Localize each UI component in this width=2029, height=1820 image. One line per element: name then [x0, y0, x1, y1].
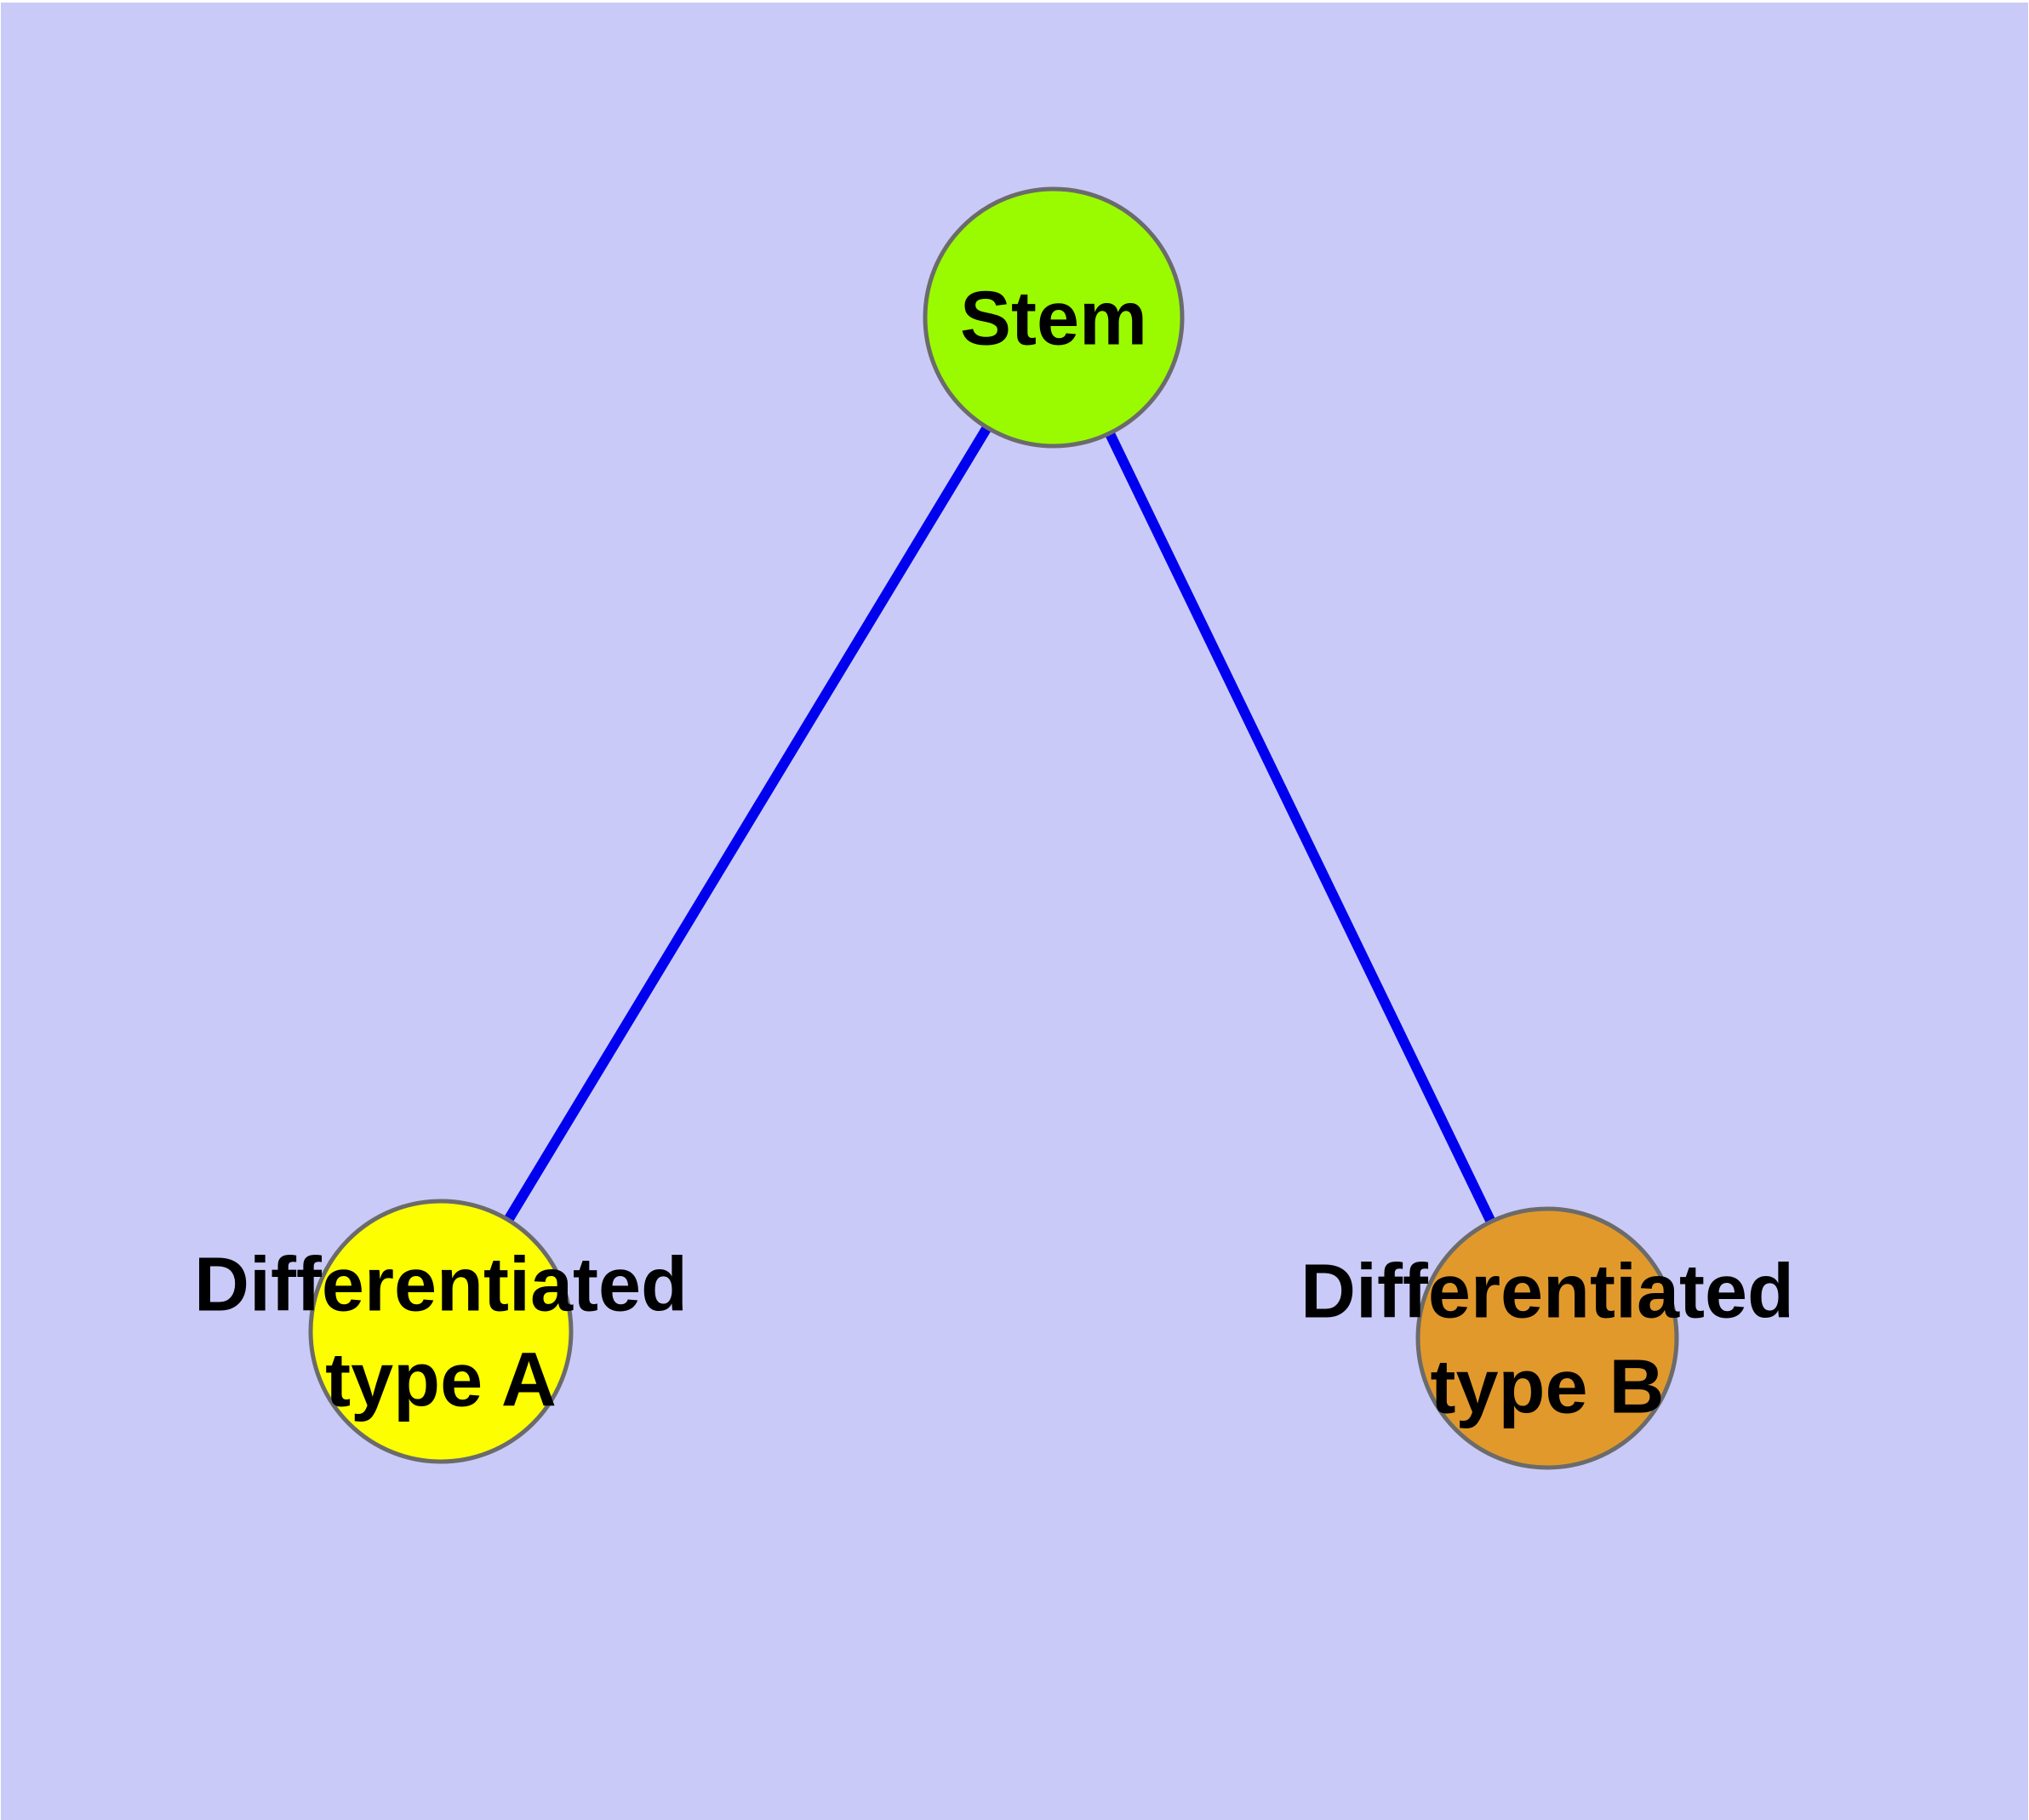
node-label-type-a-line2: type A	[325, 1338, 557, 1423]
edge-stem-to-type-a	[436, 314, 1059, 1335]
node-label-stem: Stem	[960, 277, 1147, 362]
node-differentiated-type-a	[308, 1199, 574, 1464]
node-differentiated-type-b	[1415, 1206, 1679, 1470]
edge-stem-to-type-b	[1049, 315, 1552, 1341]
node-label-type-a-line1: Differentiated	[194, 1243, 688, 1328]
node-label-type-b-line1: Differentiated	[1300, 1250, 1794, 1335]
node-stem	[923, 186, 1185, 449]
node-label-type-b-line2: type B	[1430, 1345, 1664, 1430]
